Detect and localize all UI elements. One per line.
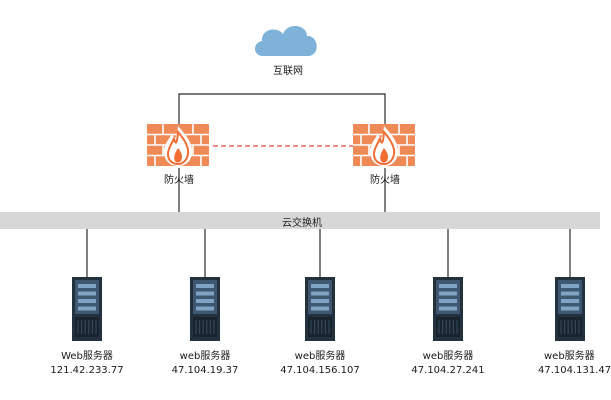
cloud-icon	[254, 25, 317, 56]
internet-label: 互联网	[273, 66, 303, 77]
server-2-ip: 47.104.19.37	[171, 365, 239, 376]
servers	[72, 277, 585, 341]
firewall-right-label: 防火墙	[370, 175, 400, 186]
connection-lines	[86, 93, 571, 278]
switch-label: 云交换机	[282, 218, 322, 229]
internet-to-firewall-links	[178, 93, 386, 133]
cloud-switch-bar	[0, 212, 600, 229]
server-2-name: web服务器	[179, 351, 231, 362]
server-4-name: web服务器	[422, 351, 474, 362]
firewall-left-label: 防火墙	[164, 175, 194, 186]
server-icon	[72, 277, 102, 341]
server-5-ip: 47.104.131.47	[538, 365, 611, 376]
server-icon	[555, 277, 585, 341]
server-3-name: web服务器	[294, 351, 346, 362]
flame-icon	[369, 126, 399, 166]
server-icon	[305, 277, 335, 341]
server-1-ip: 121.42.233.77	[50, 365, 124, 376]
server-icon	[433, 277, 463, 341]
firewall-icon	[353, 124, 415, 166]
server-1-name: Web服务器	[61, 351, 113, 362]
server-3-ip: 47.104.156.107	[280, 365, 360, 376]
flame-icon	[163, 126, 193, 166]
server-5-name: web服务器	[544, 351, 595, 362]
firewall-icon	[147, 124, 209, 166]
server-icon	[190, 277, 220, 341]
server-4-ip: 47.104.27.241	[411, 365, 485, 376]
